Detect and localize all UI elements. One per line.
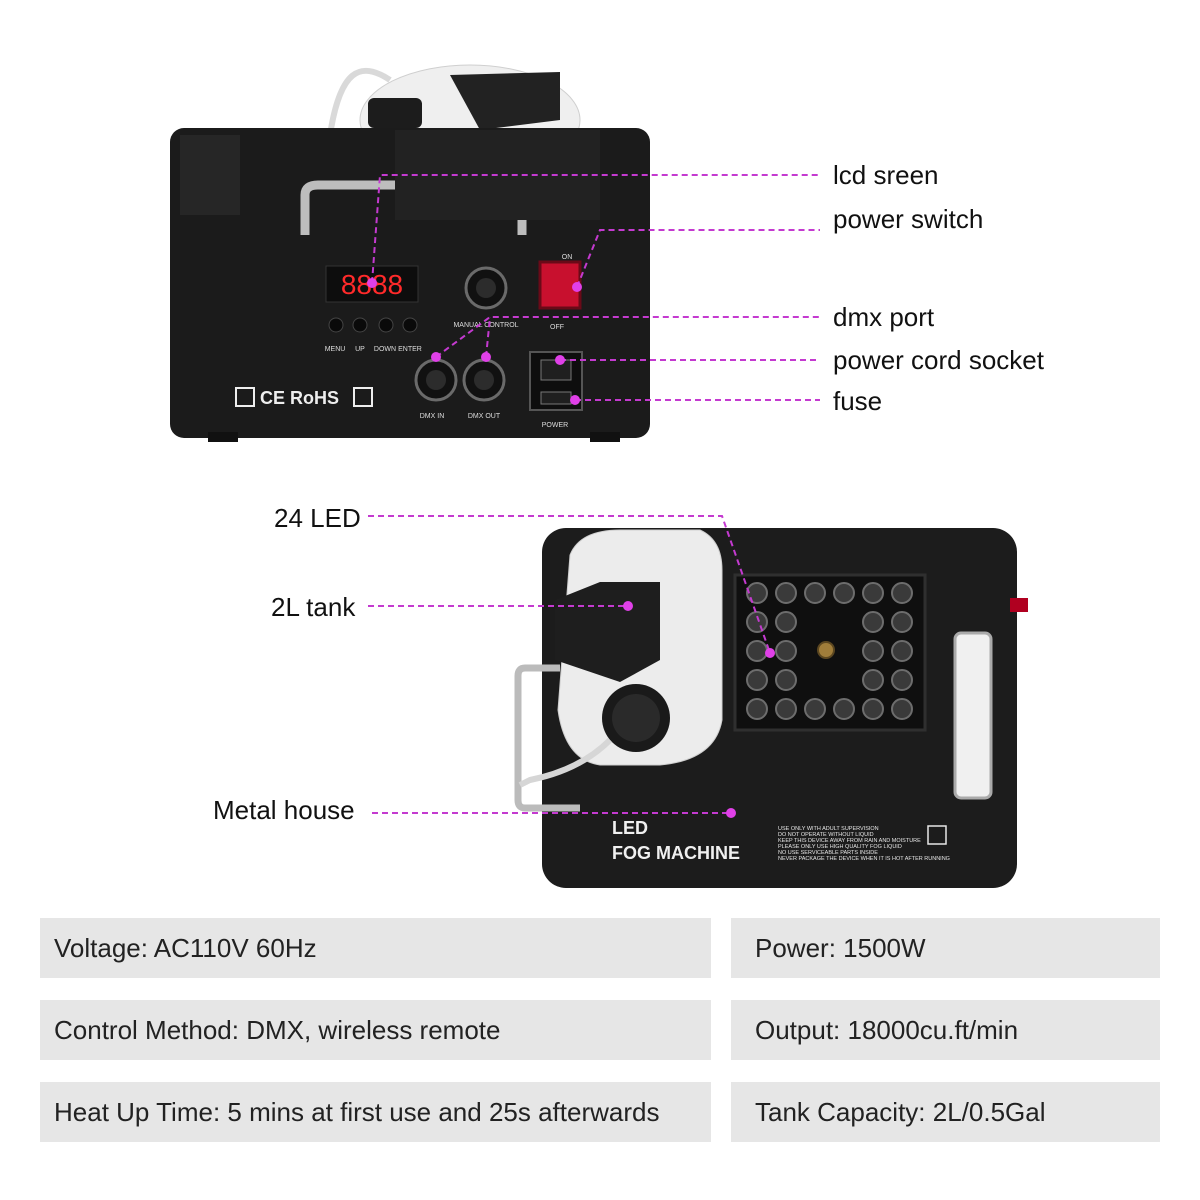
led-grid	[746, 582, 913, 720]
enter-button[interactable]	[402, 317, 418, 333]
led-icon	[833, 698, 855, 720]
callout-2l-tank: 2L tank	[271, 592, 356, 622]
spec-heat-up-time: Heat Up Time: 5 mins at first use and 25…	[40, 1082, 711, 1142]
down-button[interactable]	[378, 317, 394, 333]
house-icon	[235, 387, 255, 407]
warning-line: NEVER PACKAGE THE DEVICE WHEN IT IS HOT …	[778, 856, 950, 862]
led-icon	[804, 582, 826, 604]
callout-24-led: 24 LED	[274, 503, 361, 533]
led-icon	[891, 698, 913, 720]
menu-button[interactable]	[328, 317, 344, 333]
flame-warning-icon	[927, 825, 947, 845]
led-icon	[775, 611, 797, 633]
led-icon	[775, 640, 797, 662]
led-icon	[746, 582, 768, 604]
spec-tank-capacity: Tank Capacity: 2L/0.5Gal	[731, 1082, 1160, 1142]
switch-side-icon	[1010, 598, 1028, 612]
led-icon	[746, 698, 768, 720]
dmx-out-label: DMX OUT	[468, 413, 501, 420]
fog-machine-rear-view: 8888 MENU UP DOWN ENTER MANUAL CONTROL O…	[170, 64, 820, 442]
led-icon	[862, 698, 884, 720]
front-text-led: LED	[612, 818, 648, 838]
front-handle	[953, 631, 993, 800]
warning-line: USE ONLY WITH ADULT SUPERVISION	[778, 826, 879, 832]
led-icon	[862, 611, 884, 633]
led-icon	[891, 611, 913, 633]
cert-marks: CE RoHS	[260, 388, 339, 408]
tank-cap-icon	[368, 98, 422, 128]
front-text-fog-machine: FOG MACHINE	[612, 843, 740, 863]
led-icon	[891, 582, 913, 604]
callout-fuse: fuse	[833, 386, 883, 416]
led-icon	[862, 640, 884, 662]
led-icon	[891, 669, 913, 691]
switch-on-label: ON	[562, 254, 573, 261]
warning-line: KEEP THIS DEVICE AWAY FROM RAIN AND MOIS…	[778, 838, 921, 844]
led-icon	[746, 640, 768, 662]
led-icon	[746, 611, 768, 633]
up-button[interactable]	[352, 317, 368, 333]
warning-line: PLEASE ONLY USE HIGH QUALITY FOG LIQUID	[778, 844, 902, 850]
led-icon	[775, 669, 797, 691]
led-icon	[746, 669, 768, 691]
callout-metal-house: Metal house	[213, 795, 355, 825]
power-label: POWER	[542, 422, 568, 429]
callout-dmx-port: dmx port	[833, 302, 935, 332]
spec-heat-up-time-text: Heat Up Time: 5 mins at first use and 25…	[54, 1096, 660, 1127]
dmx-in-label: DMX IN	[420, 413, 445, 420]
side-handle	[514, 664, 580, 812]
led-icon	[775, 582, 797, 604]
spec-output-text: Output: 18000cu.ft/min	[755, 1014, 1019, 1045]
warning-line: DO NOT OPERATE WITHOUT LIQUID	[778, 832, 874, 838]
up-button-label: UP	[355, 346, 365, 353]
led-icon	[804, 698, 826, 720]
fuse-holder[interactable]	[540, 391, 572, 405]
fog-machine-front-view: LED FOG MACHINE USE ONLY WITH ADULT SUPE…	[368, 515, 1028, 888]
warning-text-block: USE ONLY WITH ADULT SUPERVISION DO NOT O…	[778, 826, 950, 862]
spec-voltage-text: Voltage: AC110V 60Hz	[54, 932, 317, 963]
recycle-icon	[353, 387, 373, 407]
spec-power: Power: 1500W	[731, 918, 1160, 978]
callout-power-cord-socket: power cord socket	[833, 345, 1044, 375]
callout-lcd-screen: lcd sreen	[833, 160, 939, 190]
spec-tank-capacity-text: Tank Capacity: 2L/0.5Gal	[755, 1096, 1046, 1127]
manual-control-label: MANUAL CONTROL	[453, 322, 518, 329]
led-icon	[862, 582, 884, 604]
spec-output: Output: 18000cu.ft/min	[731, 1000, 1160, 1060]
callout-power-switch: power switch	[833, 204, 984, 234]
spec-control-method-text: Control Method: DMX, wireless remote	[54, 1014, 501, 1045]
led-icon	[833, 582, 855, 604]
spec-voltage: Voltage: AC110V 60Hz	[40, 918, 711, 978]
led-icon	[862, 669, 884, 691]
spec-control-method: Control Method: DMX, wireless remote	[40, 1000, 711, 1060]
warning-line: NO USE SERVICEABLE PARTS INSIDE	[778, 850, 878, 856]
enter-button-label: ENTER	[398, 346, 422, 353]
menu-button-label: MENU	[325, 346, 346, 353]
switch-off-label: OFF	[550, 324, 564, 331]
led-icon	[891, 640, 913, 662]
led-icon	[775, 698, 797, 720]
fog-nozzle	[817, 641, 835, 659]
spec-power-text: Power: 1500W	[755, 932, 926, 963]
down-button-label: DOWN	[374, 346, 396, 353]
